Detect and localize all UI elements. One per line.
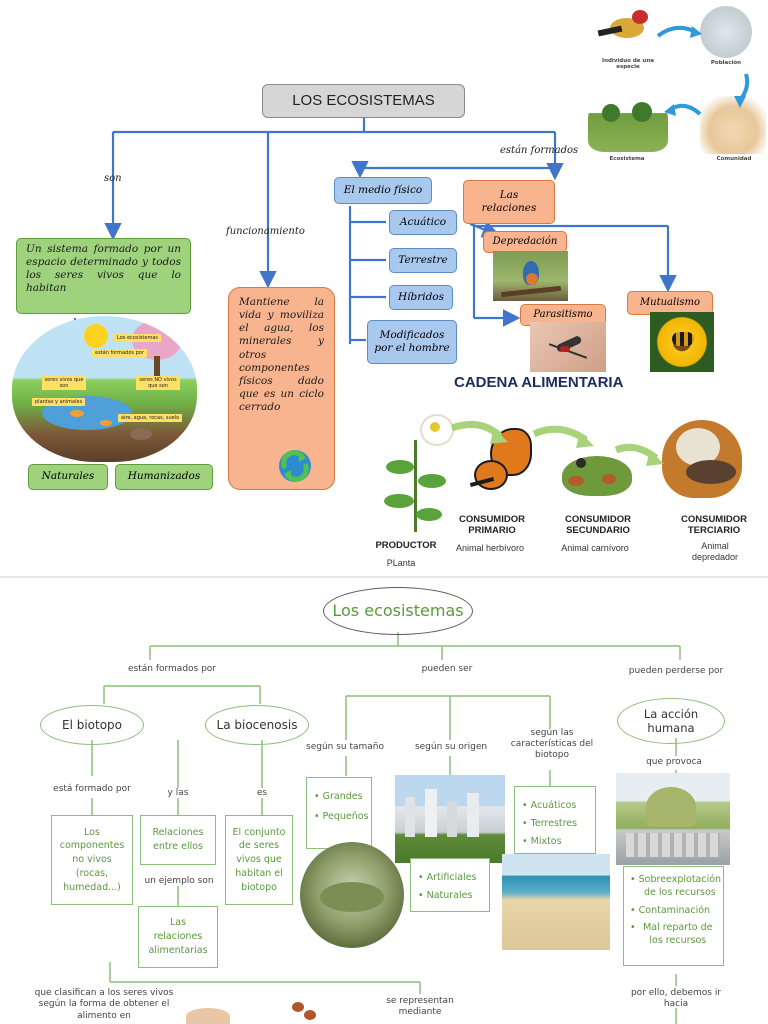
cadena-role-1: CONSUMIDOR PRIMARIO [459,514,525,537]
definition-box: Un sistema formado por un espacio determ… [16,238,191,314]
alimentarias-box: Las relaciones alimentarias [138,906,218,968]
label-clasifican: que clasifican a los seres vivos según l… [34,988,174,1021]
hier-individuo: Individuo de una especie [602,58,654,70]
cadena-example-3: Animal depredador [691,541,739,562]
accion-humana-ellipse: La acción humana [617,698,725,744]
tipo-naturales: Naturales [28,464,108,490]
scene-label-aire: aire, agua, rocas, suelo [118,414,183,422]
top-title: LOS ECOSISTEMAS [262,84,465,118]
frog-image [556,446,638,504]
label-y-las: y las [167,788,189,798]
food-chain-arrows [450,420,664,466]
label-estan-formados: están formados por [127,664,217,674]
snake-image [656,414,748,502]
relacion-depredacion: Depredación [483,231,567,253]
origen-item-naturales: • Naturales [418,889,473,901]
caract-item-acuaticos: • Acuáticos [522,800,577,811]
label-segun-tamano: según su tamaño [306,742,384,752]
scene-label-plantas: plantas y animales [32,398,86,406]
origen-item-artificiales: • Artificiales [418,872,477,883]
cadena-role-2: CONSUMIDOR SECUNDARIO [565,514,631,537]
label-por-ello: por ello, debemos ir hacia [630,988,722,1010]
label-ejemplo: un ejemplo son [144,876,214,886]
tamano-item-pequenos: • Pequeños [314,810,369,822]
relaciones-box-bottom: Relaciones entre ellos [140,815,216,865]
origen-box: • Artificiales • Naturales [410,858,490,912]
caract-box: • Acuáticos • Terrestres • Mixtos [514,786,596,854]
tipo-humanizados: Humanizados [115,464,213,490]
tamano-item-grandes: • Grandes [314,791,363,802]
label-segun-origen: según su origen [414,742,488,752]
hier-comunidad: Comunidad [716,156,752,162]
hierarchy-arrows [656,25,750,116]
city-photo [395,775,505,863]
caract-item-mixtos: • Mixtos [522,835,562,847]
community-image [700,96,766,154]
biotopo-ellipse: El biotopo [40,705,144,745]
medio-item-modificados: Modificados por el hombre [367,320,457,364]
insects-partial-image [288,1000,320,1024]
human-impact-photo [616,773,730,865]
scene-label-ecosistemas: Los ecosistemas [114,334,162,342]
biocenosis-ellipse: La biocenosis [205,705,309,745]
ecosystem-image [588,96,668,152]
label-es: es [256,788,268,798]
label-pueden-ser: pueden ser [421,664,473,674]
bottom-title: Los ecosistemas [323,587,473,635]
label-formado-por: está formado por [53,784,131,794]
label-representan: se representan mediante [386,996,454,1018]
recycle-icon [279,450,311,482]
beach-photo [502,854,610,950]
section-divider [0,576,768,578]
caract-item-terrestres: • Terrestres [522,817,578,829]
label-que-provoca: que provoca [646,757,702,767]
link-funcionamiento: funcionamiento [226,226,305,237]
mosquito-photo [530,322,606,372]
hier-poblacion: Población [710,60,742,66]
link-son: son [104,173,122,184]
scene-label-no-vivos: seres NO vivos que son [136,376,180,390]
relacion-mutualismo: Mutualismo [627,291,713,315]
efectos-box: • Sobreexplotación de los recursos • Con… [623,866,724,966]
plant-image [378,410,456,536]
cadena-example-1: Animal herbívoro [455,543,525,553]
butterfly-image [464,424,534,502]
label-perderse: pueden perderse por [628,666,724,676]
bee-flower-photo [650,312,714,372]
efecto-item-1: • Contaminación [630,904,711,916]
cadena-role-0: PRODUCTOR [375,540,437,551]
efecto-item-2: • Mal reparto de los recursos [630,921,713,947]
medio-fisico-box: El medio físico [334,177,432,204]
hier-ecosistema: Ecosistema [609,156,645,162]
cadena-example-0: PLanta [386,558,416,568]
cadena-role-3: CONSUMIDOR TERCIARIO [681,514,747,537]
cadena-example-2: Animal carnívoro [561,543,629,553]
ecosystem-scene: Los ecosistemas están formados por seres… [12,316,197,462]
top-connectors [73,118,677,344]
label-segun-caract: según las características del biotopo [510,728,594,760]
relaciones-box: Las relaciones [463,180,555,224]
scene-label-formados: están formados por [92,349,147,357]
link-estan-formados: están formados [500,145,579,156]
goldfinch-image [596,4,660,56]
scene-label-vivos: seres vivos que son [42,376,86,390]
medio-item-hibridos: Híbridos [389,285,453,310]
forest-photo [300,842,404,948]
kingfisher-photo [493,251,568,301]
medio-item-terrestre: Terrestre [389,248,457,273]
tamano-box: • Grandes • Pequeños [306,777,372,849]
conjunto-box: El conjunto de seres vivos que habitan e… [225,815,293,905]
efecto-item-0: • Sobreexplotación de los recursos [630,874,722,899]
population-image [700,6,752,58]
cadena-title: CADENA ALIMENTARIA [454,374,624,391]
funcionamiento-box: Mantiene la vida y moviliza el agua, los… [228,287,335,490]
componentes-box: Los componentes no vivos (rocas, humedad… [51,815,133,905]
animal-partial-image [186,1008,230,1024]
medio-item-acuatico: Acuático [389,210,457,235]
